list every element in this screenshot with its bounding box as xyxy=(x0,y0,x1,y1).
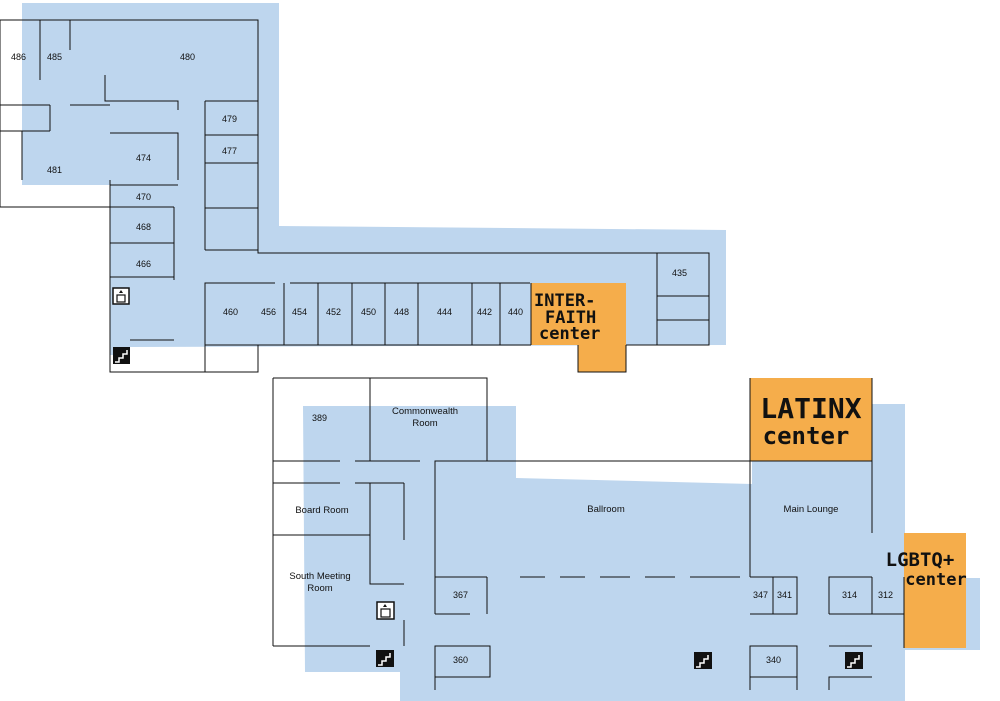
room-442: 442 xyxy=(477,307,492,317)
center-highlights xyxy=(531,283,966,648)
room-341: 341 xyxy=(777,590,792,600)
room-347: 347 xyxy=(753,590,768,600)
south-meeting-room-label-2: Room xyxy=(307,583,332,594)
interfaith-center-label: INTER- FAITH center xyxy=(534,291,600,344)
stairs-icon xyxy=(376,650,394,667)
room-479: 479 xyxy=(222,114,237,124)
room-314: 314 xyxy=(842,590,857,600)
stairs-icon xyxy=(694,652,712,669)
room-450: 450 xyxy=(361,307,376,317)
room-466: 466 xyxy=(136,259,151,269)
accessible-area-highlight xyxy=(22,3,980,701)
room-360: 360 xyxy=(453,655,468,665)
room-454: 454 xyxy=(292,307,307,317)
room-452: 452 xyxy=(326,307,341,317)
floor4-walls xyxy=(0,19,710,373)
south-meeting-room-label: South Meeting xyxy=(289,571,350,582)
elevator-icon xyxy=(112,287,130,305)
room-486: 486 xyxy=(11,52,26,62)
room-468: 468 xyxy=(136,222,151,232)
latinx-center-label: LATINX center xyxy=(760,392,861,450)
svg-text:FAITH: FAITH xyxy=(545,308,596,328)
room-456: 456 xyxy=(261,307,276,317)
svg-text:LATINX: LATINX xyxy=(760,392,861,425)
room-470: 470 xyxy=(136,192,151,202)
lgbtq-center-area xyxy=(904,533,966,648)
floor3-walls xyxy=(272,377,905,690)
interfaith-center-area xyxy=(531,283,626,372)
room-480: 480 xyxy=(180,52,195,62)
room-367: 367 xyxy=(453,590,468,600)
svg-text:LGBTQ+: LGBTQ+ xyxy=(886,549,955,571)
room-389: 389 xyxy=(312,413,327,423)
svg-text:center: center xyxy=(763,422,850,450)
commonwealth-room-label: Commonwealth xyxy=(392,406,458,417)
floor4-room-labels: 486 485 480 481 479 477 474 470 468 466 … xyxy=(11,52,687,317)
ballroom-label: Ballroom xyxy=(587,504,625,515)
room-440: 440 xyxy=(508,307,523,317)
stairs-icon xyxy=(845,652,863,669)
room-477: 477 xyxy=(222,146,237,156)
room-460: 460 xyxy=(223,307,238,317)
floor3-room-labels: 389 Commonwealth Room Board Room South M… xyxy=(289,406,893,665)
stairs-icon xyxy=(113,347,130,364)
room-444: 444 xyxy=(437,307,452,317)
svg-text:center: center xyxy=(539,324,600,344)
room-340: 340 xyxy=(766,655,781,665)
commonwealth-room-label-2: Room xyxy=(412,418,437,429)
lgbtq-center-label: LGBTQ+ center xyxy=(886,549,967,590)
room-485: 485 xyxy=(47,52,62,62)
room-474: 474 xyxy=(136,153,151,163)
room-481: 481 xyxy=(47,165,62,175)
elevator-icon xyxy=(376,601,395,620)
room-312: 312 xyxy=(878,590,893,600)
svg-text:INTER-: INTER- xyxy=(534,291,595,311)
room-448: 448 xyxy=(394,307,409,317)
room-435: 435 xyxy=(672,268,687,278)
svg-text:center: center xyxy=(905,570,966,590)
latinx-center-area xyxy=(750,378,872,461)
main-lounge-label: Main Lounge xyxy=(784,504,839,515)
board-room-label: Board Room xyxy=(295,505,348,516)
